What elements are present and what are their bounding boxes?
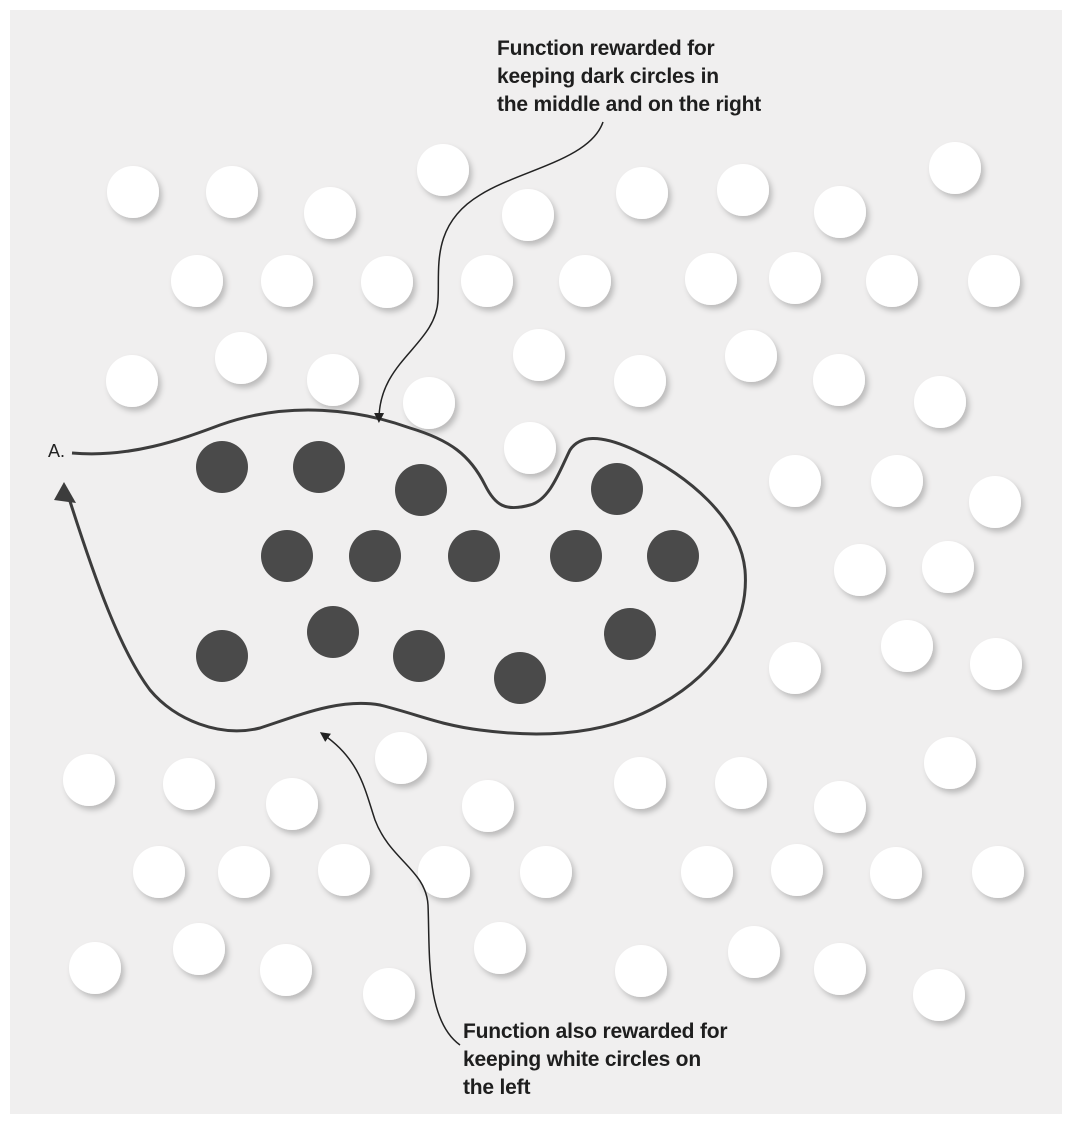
white-circle: [559, 255, 611, 307]
dark-circle: [550, 530, 602, 582]
white-circle: [870, 847, 922, 899]
top-callout: Function rewarded for keeping dark circl…: [497, 35, 761, 119]
white-circle: [403, 377, 455, 429]
white-circle: [69, 942, 121, 994]
white-circle: [616, 167, 668, 219]
dark-circle: [647, 530, 699, 582]
white-circle: [304, 187, 356, 239]
bottom-callout-line: keeping white circles on: [463, 1048, 701, 1071]
white-circle: [813, 354, 865, 406]
white-circle: [615, 945, 667, 997]
dark-circle: [395, 464, 447, 516]
white-circle: [685, 253, 737, 305]
white-circle: [462, 780, 514, 832]
dark-circles-group: [196, 441, 699, 704]
white-circle: [914, 376, 966, 428]
white-circle: [173, 923, 225, 975]
dark-circle: [307, 606, 359, 658]
white-circle: [717, 164, 769, 216]
white-circle: [266, 778, 318, 830]
white-circle: [107, 166, 159, 218]
white-circle: [769, 642, 821, 694]
boundary-arrowhead: [54, 482, 76, 503]
white-circle: [913, 969, 965, 1021]
white-circle: [206, 166, 258, 218]
white-circle: [969, 476, 1021, 528]
top-callout-line: keeping dark circles in: [497, 65, 719, 88]
dark-circle: [261, 530, 313, 582]
white-circle: [215, 332, 267, 384]
white-circle: [614, 757, 666, 809]
white-circle: [63, 754, 115, 806]
white-circle: [261, 255, 313, 307]
white-circle: [520, 846, 572, 898]
white-circle: [375, 732, 427, 784]
white-circle: [418, 846, 470, 898]
white-circle: [968, 255, 1020, 307]
white-circle: [970, 638, 1022, 690]
white-circles-group: [63, 142, 1024, 1021]
white-circle: [307, 354, 359, 406]
white-circle: [133, 846, 185, 898]
bottom-callout-line: the left: [463, 1076, 531, 1099]
white-circle: [814, 943, 866, 995]
white-circle: [474, 922, 526, 974]
white-circle: [681, 846, 733, 898]
white-circle: [769, 455, 821, 507]
dark-circle: [591, 463, 643, 515]
white-circle: [881, 620, 933, 672]
white-circle: [417, 144, 469, 196]
white-circle: [318, 844, 370, 896]
dark-circle: [494, 652, 546, 704]
bottom-callout: Function also rewarded for keeping white…: [463, 1018, 728, 1102]
dark-circle: [393, 630, 445, 682]
dark-circle: [196, 441, 248, 493]
white-circle: [972, 846, 1024, 898]
white-circle: [725, 330, 777, 382]
white-circle: [361, 256, 413, 308]
decision-boundary: [66, 408, 747, 736]
white-circle: [614, 355, 666, 407]
dark-circle: [196, 630, 248, 682]
bottom-callout-line: Function also rewarded for: [463, 1020, 728, 1043]
white-circle: [715, 757, 767, 809]
white-circle: [260, 944, 312, 996]
white-circle: [363, 968, 415, 1020]
white-circle: [502, 189, 554, 241]
dark-circle: [448, 530, 500, 582]
dark-circle: [604, 608, 656, 660]
dark-circle: [293, 441, 345, 493]
white-circle: [866, 255, 918, 307]
white-circle: [163, 758, 215, 810]
white-circle: [771, 844, 823, 896]
white-circle: [924, 737, 976, 789]
top-callout-line: Function rewarded for: [497, 37, 715, 60]
white-circle: [504, 422, 556, 474]
bottom-callout-arrow: [319, 732, 461, 1046]
white-circle: [728, 926, 780, 978]
white-circle: [871, 455, 923, 507]
white-circle: [769, 252, 821, 304]
white-circle: [814, 781, 866, 833]
dark-circle: [349, 530, 401, 582]
top-callout-arrow: [374, 121, 604, 423]
white-circle: [218, 846, 270, 898]
white-circle: [922, 541, 974, 593]
white-circle: [834, 544, 886, 596]
top-callout-line: the middle and on the right: [497, 93, 762, 116]
white-circle: [814, 186, 866, 238]
white-circle: [461, 255, 513, 307]
white-circle: [106, 355, 158, 407]
white-circle: [171, 255, 223, 307]
region-label: A.: [48, 441, 66, 461]
white-circle: [929, 142, 981, 194]
white-circle: [513, 329, 565, 381]
